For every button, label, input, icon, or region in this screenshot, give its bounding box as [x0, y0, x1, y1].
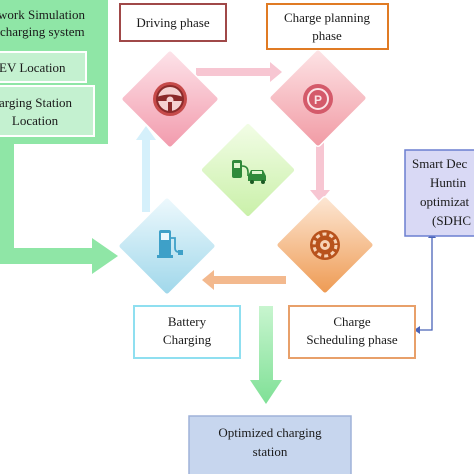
charge-scheduling-box [288, 305, 416, 359]
sdho-optimizer-panel [404, 149, 474, 237]
driving-to-planning-arrow [196, 62, 282, 82]
driving-phase-box [119, 3, 227, 42]
svg-text:P: P [314, 93, 322, 107]
scheduling-line2: Scheduling phase [306, 332, 398, 347]
network-title-line2: charging system [0, 24, 85, 39]
network-to-battery-arrow [0, 140, 118, 274]
optimizer-line2: Huntin [430, 175, 467, 190]
ev-location-box [0, 51, 87, 83]
to-output-arrow [250, 306, 282, 404]
charge-planning-line1: Charge planning [284, 10, 371, 25]
battery-charging-box [133, 305, 241, 359]
battery-to-driving-arrow [136, 126, 156, 212]
network-title-line1: work Simulation [0, 7, 86, 22]
steering-wheel-icon [153, 82, 187, 116]
parking-icon: P [303, 84, 333, 114]
optimizer-line1: Smart Dec [412, 156, 467, 171]
output-line2: station [253, 444, 288, 459]
scheduling-to-battery-arrow [202, 270, 286, 290]
settings-gear-icon [310, 230, 340, 260]
station-location-line2: Location [12, 113, 59, 128]
battery-line2: Charging [163, 332, 212, 347]
ev-car-icon [232, 160, 266, 184]
ev-location-label: EV Location [0, 60, 66, 75]
station-location-line1: arging Station [0, 95, 73, 110]
optimizer-line3: optimizat [420, 194, 469, 209]
charge-planning-line2: phase [312, 28, 342, 43]
optimizer-connector-head-bottom [414, 326, 420, 334]
driving-phase-label: Driving phase [136, 15, 210, 30]
optimizer-line4: (SDHC [432, 213, 471, 228]
planning-to-scheduling-arrow [310, 118, 330, 202]
charging-station-location-box [0, 85, 95, 137]
output-line1: Optimized charging [218, 425, 322, 440]
optimizer-connector [418, 236, 433, 331]
battery-line1: Battery [168, 314, 207, 329]
charging-station-icon [157, 230, 183, 258]
optimized-station-box [188, 415, 352, 474]
charge-planning-box [266, 3, 389, 50]
scheduling-line1: Charge [333, 314, 371, 329]
